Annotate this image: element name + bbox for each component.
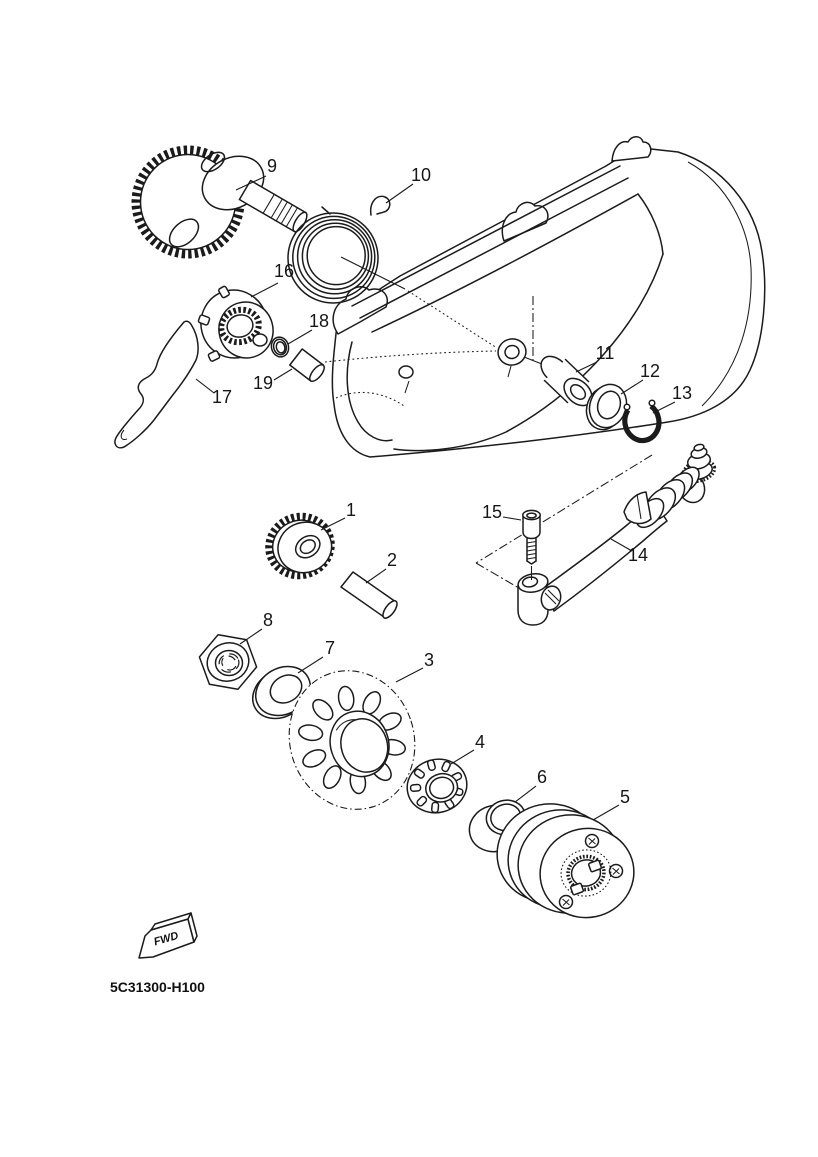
part-number-11: 11 [596,343,615,363]
wire-clip-shape [114,320,199,449]
kick-lever-shape [517,443,717,626]
part-number-15: 15 [482,502,502,522]
ratchet-wheel-shape [197,285,274,362]
part-number-2: 2 [387,550,397,570]
leader-line-11 [575,361,598,373]
small-ring-shape [270,336,290,358]
bolt-shape [522,509,541,580]
starter-wheel-gear-shape [288,666,419,811]
leader-line-2 [365,568,387,584]
leader-line-19 [273,368,293,381]
part-number-19: 19 [253,373,273,393]
leader-line-17 [195,378,215,394]
leader-line-8 [239,628,263,645]
kick-axle-gear-shape [131,145,308,259]
leader-line-10 [385,183,414,204]
leader-line-5 [592,804,620,821]
leader-line-16 [250,282,279,298]
leader-line-1 [320,517,346,531]
part-number-16: 16 [274,261,294,281]
leader-line-13 [652,401,676,414]
dowel-pin-shape [340,571,398,619]
diagram-code: 5C31300-H100 [110,979,205,995]
spring-hook [369,195,391,216]
leader-line-14 [610,538,633,552]
kick-spring-shape [287,195,391,304]
idle-gear-shape [265,512,335,580]
leader-line-9 [235,175,267,191]
leader-line-12 [620,379,644,395]
clutch-screws [558,833,624,910]
part-number-6: 6 [537,767,547,787]
crankcase-cover-shape [331,136,766,458]
part-number-7: 7 [325,638,335,658]
part-number-13: 13 [672,383,692,403]
lightening-holes [297,685,407,795]
part-number-18: 18 [309,311,329,331]
part-number-5: 5 [620,787,630,807]
plate-washer-shape [585,383,628,431]
part-number-1: 1 [346,500,356,520]
phantom-projection-lines [475,454,653,592]
part-number-4: 4 [475,732,485,752]
spacer-collar-shape [540,355,593,407]
fwd-direction-marker: FWD [138,912,198,959]
lever-boss [517,584,549,626]
part-number-10: 10 [411,165,431,185]
leader-line-15 [502,516,522,521]
part-number-12: 12 [640,361,660,381]
cover-top-right-tab [611,136,652,162]
starter-clutch-shape [496,803,635,919]
circlip-shape [622,399,662,444]
hex-nut-shape [198,633,258,691]
collar-pin-shape [289,348,325,383]
cover-top-tab [501,201,549,242]
cover-left-tab [332,286,388,335]
leader-line-3 [395,667,424,683]
part-number-8: 8 [263,610,273,630]
leader-line-7 [297,656,324,674]
part-number-9: 9 [267,156,277,176]
leader-line-18 [287,329,313,345]
part-number-3: 3 [424,650,434,670]
part-number-14: 14 [628,545,648,565]
roller-bearing-shape [406,758,468,814]
part-number-17: 17 [212,387,232,407]
leader-line-4 [450,749,475,765]
leader-line-6 [514,785,537,803]
